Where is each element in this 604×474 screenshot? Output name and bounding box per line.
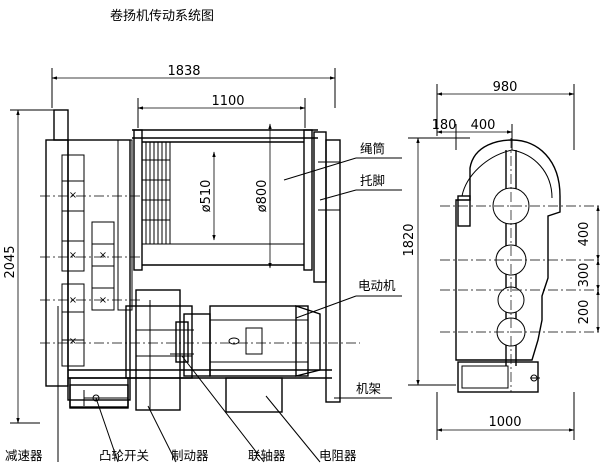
dim-inner-diameter-label: ø510 [199, 180, 214, 213]
dim-overall-depth: 980 [436, 80, 575, 150]
dim-offset-center-label: 400 [471, 118, 496, 133]
svg-text:×: × [69, 250, 77, 261]
dim-spacing-bottom-label: 200 [577, 300, 592, 325]
rope-drum: ø510 ø800 [132, 123, 318, 271]
side-view: 980 180 400 1820 [402, 80, 602, 440]
dim-overall-height-label: 2045 [3, 245, 18, 278]
dim-drum-length-label: 1100 [211, 94, 244, 109]
dim-side-height: 1820 [402, 137, 470, 386]
front-view: 1838 1100 2045 [3, 64, 402, 463]
dim-overall-height: 2045 [3, 109, 66, 424]
svg-text:×: × [99, 250, 107, 261]
brake [125, 289, 193, 411]
reducer: × × × × × × [40, 109, 360, 401]
dim-shaft-spacing: 400 300 200 [577, 205, 600, 333]
dim-spacing-top-label: 400 [577, 222, 592, 247]
support-foot [313, 131, 341, 403]
dim-overall-width: 1838 [51, 64, 336, 108]
callout-cam-switch: 凸轮开关 [99, 448, 149, 463]
dim-base-width-label: 1000 [488, 415, 521, 430]
callout-resistor: 电阻器 [319, 448, 357, 463]
dim-outer-diameter-label: ø800 [255, 180, 270, 213]
dim-offset-left-label: 180 [432, 118, 457, 133]
dim-side-height-label: 1820 [402, 223, 417, 256]
coupling [170, 321, 194, 363]
dim-spacing-mid-label: 300 [577, 263, 592, 288]
callouts-bottom: 减速器 凸轮开关 制动器 联轴器 电阻器 [5, 306, 357, 463]
svg-text:×: × [69, 336, 77, 347]
dim-overall-width-label: 1838 [167, 64, 200, 79]
callouts-right: 绳筒 托脚 电动机 机架 [283, 141, 402, 399]
callout-coupling: 联轴器 [248, 448, 286, 463]
callout-reducer: 减速器 [5, 448, 43, 463]
svg-text:×: × [99, 295, 107, 306]
callout-rope-drum: 绳筒 [360, 141, 385, 156]
drawing-title: 卷扬机传动系统图 [110, 8, 214, 24]
callout-frame: 机架 [356, 381, 381, 396]
dim-offsets: 180 400 [432, 118, 513, 150]
cam-switch [69, 384, 129, 408]
callout-motor: 电动机 [358, 278, 396, 293]
callout-brake: 制动器 [171, 448, 209, 463]
svg-text:×: × [69, 190, 77, 201]
resistor [225, 377, 283, 413]
callout-support-foot: 托脚 [360, 173, 385, 188]
dim-overall-depth-label: 980 [493, 80, 518, 95]
svg-text:×: × [69, 295, 77, 306]
dim-drum-length: 1100 [137, 94, 306, 128]
dim-base-width: 1000 [436, 392, 575, 440]
side-gearbox [440, 138, 602, 393]
